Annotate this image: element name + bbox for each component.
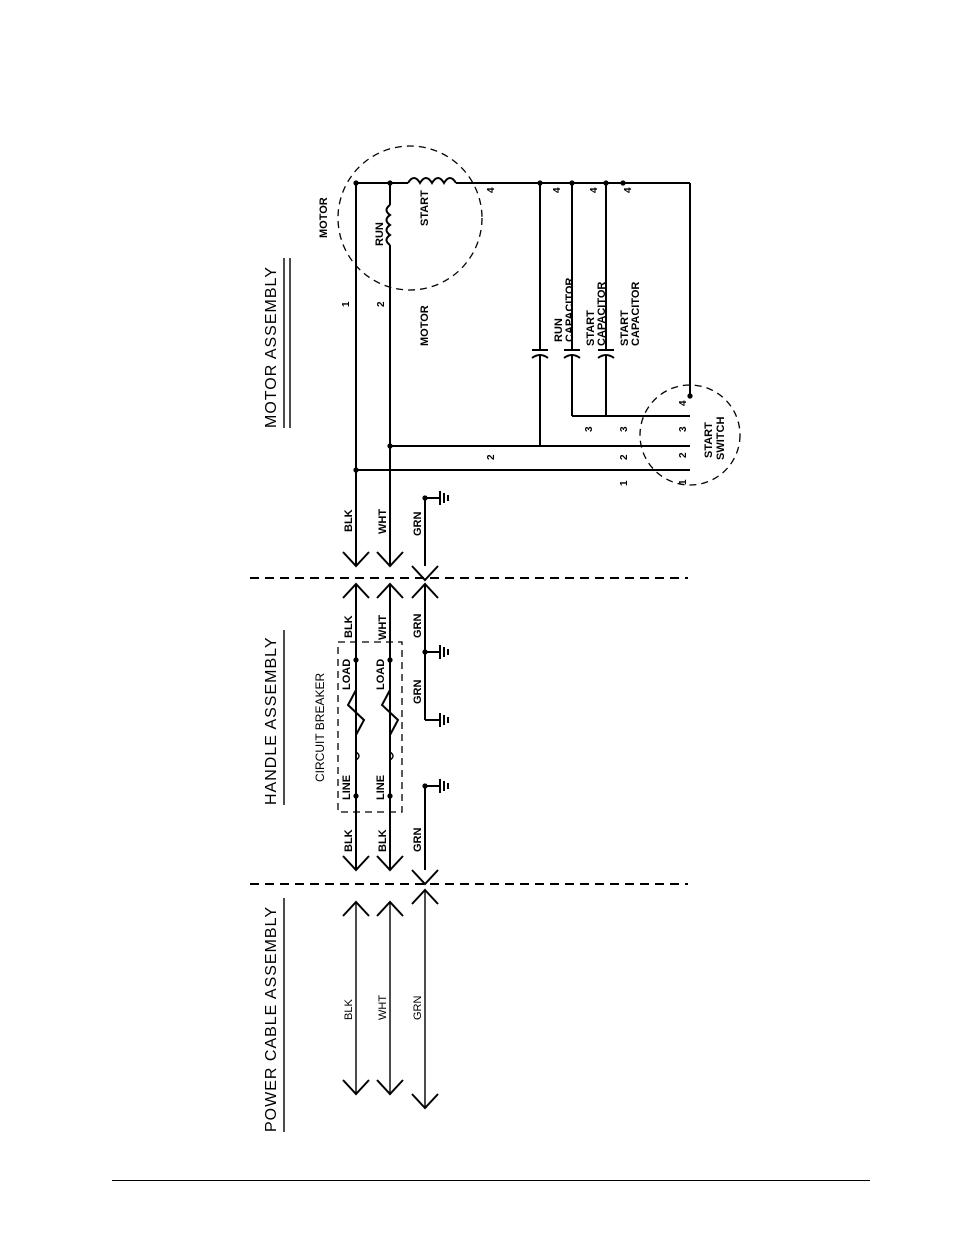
switch-terminal-4-label: 4 (678, 400, 689, 406)
breaker-node-wht-line (387, 793, 392, 798)
wire-grn-label-handle-top: GRN (412, 614, 424, 639)
wire-blk-label-handle-bottom-2: BLK (377, 829, 389, 852)
breaker-node-blk-line (353, 793, 358, 798)
breaker-line-label-blk: LINE (341, 775, 353, 800)
wire-grn-label-handle-bottom: GRN (412, 828, 424, 853)
wire-blk-label-handle-bottom-1: BLK (343, 829, 355, 852)
breaker-node-blk-load (353, 657, 358, 662)
start-winding-coil (408, 178, 456, 183)
start-winding-label: START (419, 190, 431, 226)
breaker-load-label-blk: LOAD (341, 659, 353, 690)
terminal-4-label-d: 4 (623, 187, 634, 193)
circuit-breaker-title: CIRCUIT BREAKER (313, 673, 327, 782)
footer-rule (112, 1180, 870, 1181)
node-top-1 (353, 180, 358, 185)
terminal-4-label-c: 4 (589, 187, 600, 193)
start-capacitor-2-label-2: CAPACITOR (630, 282, 642, 346)
terminal-3-label-b: 3 (619, 426, 630, 432)
switch-terminal-4 (687, 393, 692, 398)
ground-node-motor (422, 495, 427, 500)
wire-2-horizontal-label: 2 (486, 454, 497, 460)
terminal-4-label-b: 4 (552, 187, 563, 193)
wire-wht-label-cable: WHT (377, 995, 389, 1020)
breaker-line-label-wht: LINE (375, 775, 387, 800)
ground-node-handle-1 (422, 649, 427, 654)
wire-blk-label-motor: BLK (343, 509, 355, 532)
wire-grn-label-motor: GRN (412, 512, 424, 537)
switch-terminal-1-label: 1 (678, 479, 689, 485)
run-winding-coil (387, 205, 391, 245)
terminal-2-label-a: 2 (619, 454, 630, 460)
switch-terminal-3-label: 3 (678, 426, 689, 432)
node-top-6 (620, 180, 625, 185)
motor-outline (338, 146, 482, 290)
start-switch-label-1: START (703, 422, 715, 458)
motor-assembly-title: MOTOR ASSEMBLY (263, 266, 280, 428)
wire-1-label: 1 (341, 301, 352, 307)
ground-node-handle-3 (422, 783, 427, 788)
wire-2-label: 2 (376, 301, 387, 307)
wire-wht-label-motor: WHT (377, 509, 389, 534)
wire-blk-label-handle-top: BLK (343, 615, 355, 638)
terminal-1-label-a: 1 (619, 480, 630, 486)
node-top-2 (387, 180, 392, 185)
handle-assembly-title: HANDLE ASSEMBLY (263, 636, 280, 805)
power-cable-assembly-title: POWER CABLE ASSEMBLY (263, 906, 280, 1132)
wire-blk-label-cable: BLK (343, 999, 355, 1020)
wire-grn-label-handle-mid: GRN (412, 680, 424, 705)
terminal-3-label-a: 3 (584, 426, 595, 432)
motor-label-inner: MOTOR (419, 305, 431, 346)
motor-label-outer: MOTOR (318, 197, 330, 238)
terminal-4-label-a: 4 (486, 187, 497, 193)
wire-wht-label-handle-top: WHT (377, 615, 389, 640)
run-winding-label: RUN (374, 222, 386, 246)
connector-grn-handle-bottom (412, 870, 438, 884)
wire-grn-label-cable: GRN (412, 996, 424, 1021)
breaker-load-label-wht: LOAD (375, 659, 387, 690)
breaker-node-wht-load (387, 657, 392, 662)
run-capacitor-label-2: CAPACITOR (564, 278, 576, 342)
switch-terminal-2-label: 2 (678, 452, 689, 458)
start-switch-label-2: SWITCH (715, 417, 727, 460)
